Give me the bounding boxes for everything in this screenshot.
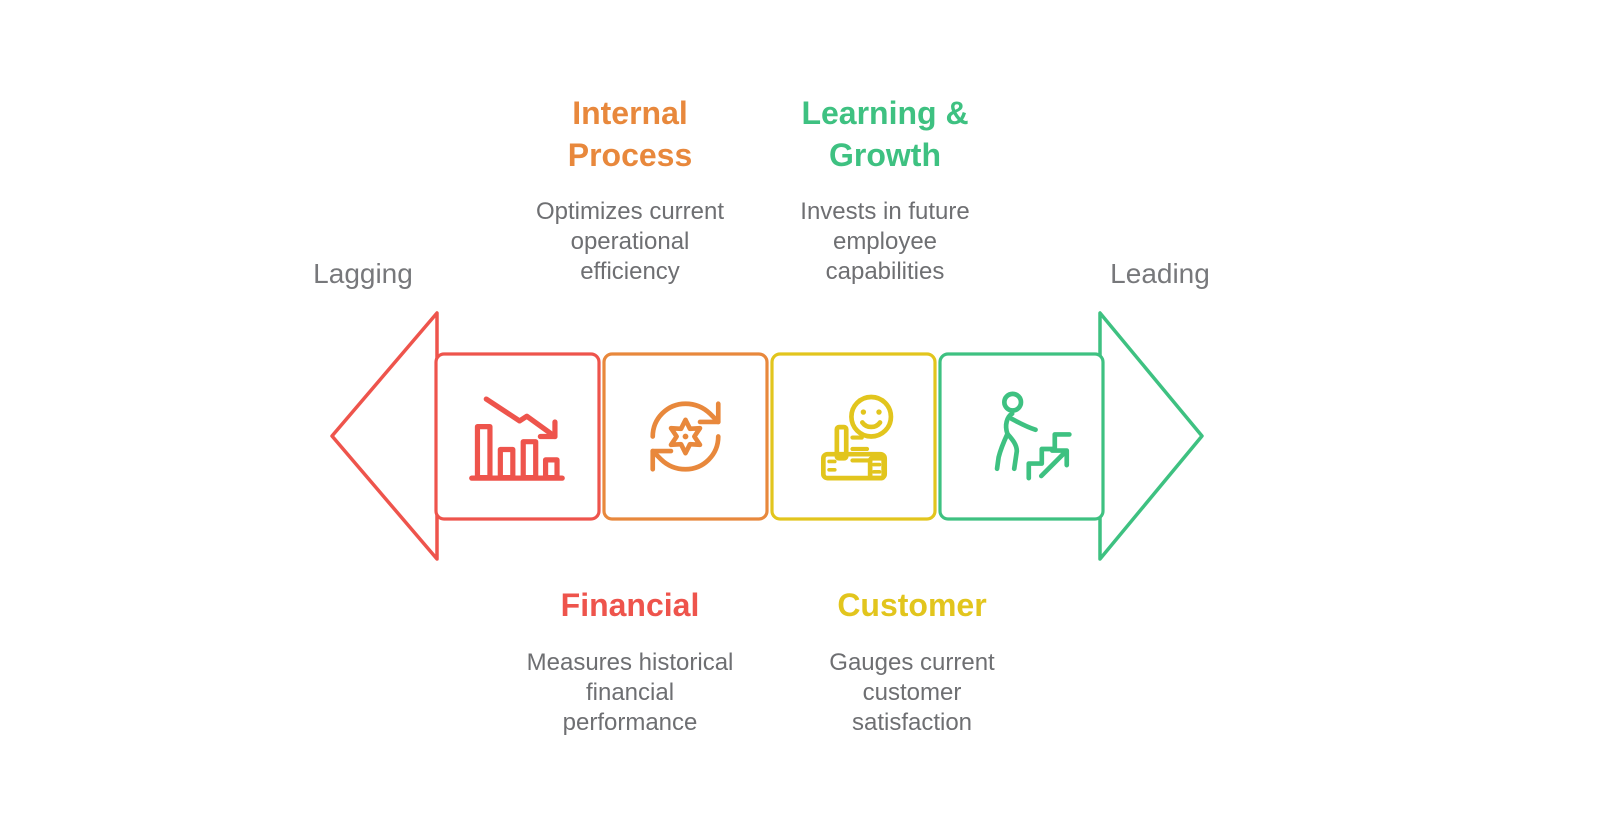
financial-box xyxy=(434,352,601,521)
smiley-left-eye xyxy=(860,409,867,415)
customer-title: Customer xyxy=(837,587,987,623)
description-line: financial xyxy=(585,679,675,706)
gear-center-dot xyxy=(682,433,689,440)
description-line: Measures historical xyxy=(526,649,734,676)
smiley-right-eye xyxy=(876,409,882,415)
person-climbing-stairs-icon xyxy=(994,391,1072,481)
customer-description: Gauges current customer satisfaction xyxy=(782,648,1042,738)
description-line: employee xyxy=(832,228,938,255)
description-line: Optimizes current xyxy=(535,198,725,225)
sync-gear-icon xyxy=(650,401,721,472)
leading-label: Leading xyxy=(1110,258,1210,289)
description-line: performance xyxy=(562,709,698,736)
learning-growth-box xyxy=(938,352,1105,521)
financial-description: Measures historical financial performanc… xyxy=(500,648,760,738)
lagging-label: Lagging xyxy=(313,258,413,289)
description-line: efficiency xyxy=(580,258,680,285)
description-line: operational xyxy=(570,228,690,255)
learning-growth-description: Invests in future employee capabilities xyxy=(755,197,1015,287)
right-arrowhead xyxy=(1098,311,1204,561)
description-line: Invests in future xyxy=(800,198,970,225)
learning-growth-label-block: Learning & Growth xyxy=(755,92,1015,176)
internal-process-title-line1: Internal xyxy=(572,95,688,131)
description-line: satisfaction xyxy=(851,709,973,736)
financial-title: Financial xyxy=(560,587,700,623)
financial-label-block: Financial xyxy=(500,584,760,626)
internal-process-label-block: Internal Process xyxy=(500,92,760,176)
internal-process-description: Optimizes current operational efficiency xyxy=(500,197,760,287)
internal-process-title-line2: Process xyxy=(567,137,693,173)
description-line: customer xyxy=(862,679,962,706)
customer-satisfaction-smiley-icon xyxy=(821,394,894,481)
customer-label-block: Customer xyxy=(782,584,1042,626)
description-line: Gauges current xyxy=(829,649,995,676)
left-arrowhead xyxy=(330,311,439,561)
lagging-leading-arrow xyxy=(330,311,1204,561)
learning-growth-title-line2: Growth xyxy=(829,137,941,173)
description-line: capabilities xyxy=(825,258,945,285)
declining-bar-chart-icon xyxy=(469,396,565,481)
learning-growth-title-line1: Learning & xyxy=(801,95,969,131)
